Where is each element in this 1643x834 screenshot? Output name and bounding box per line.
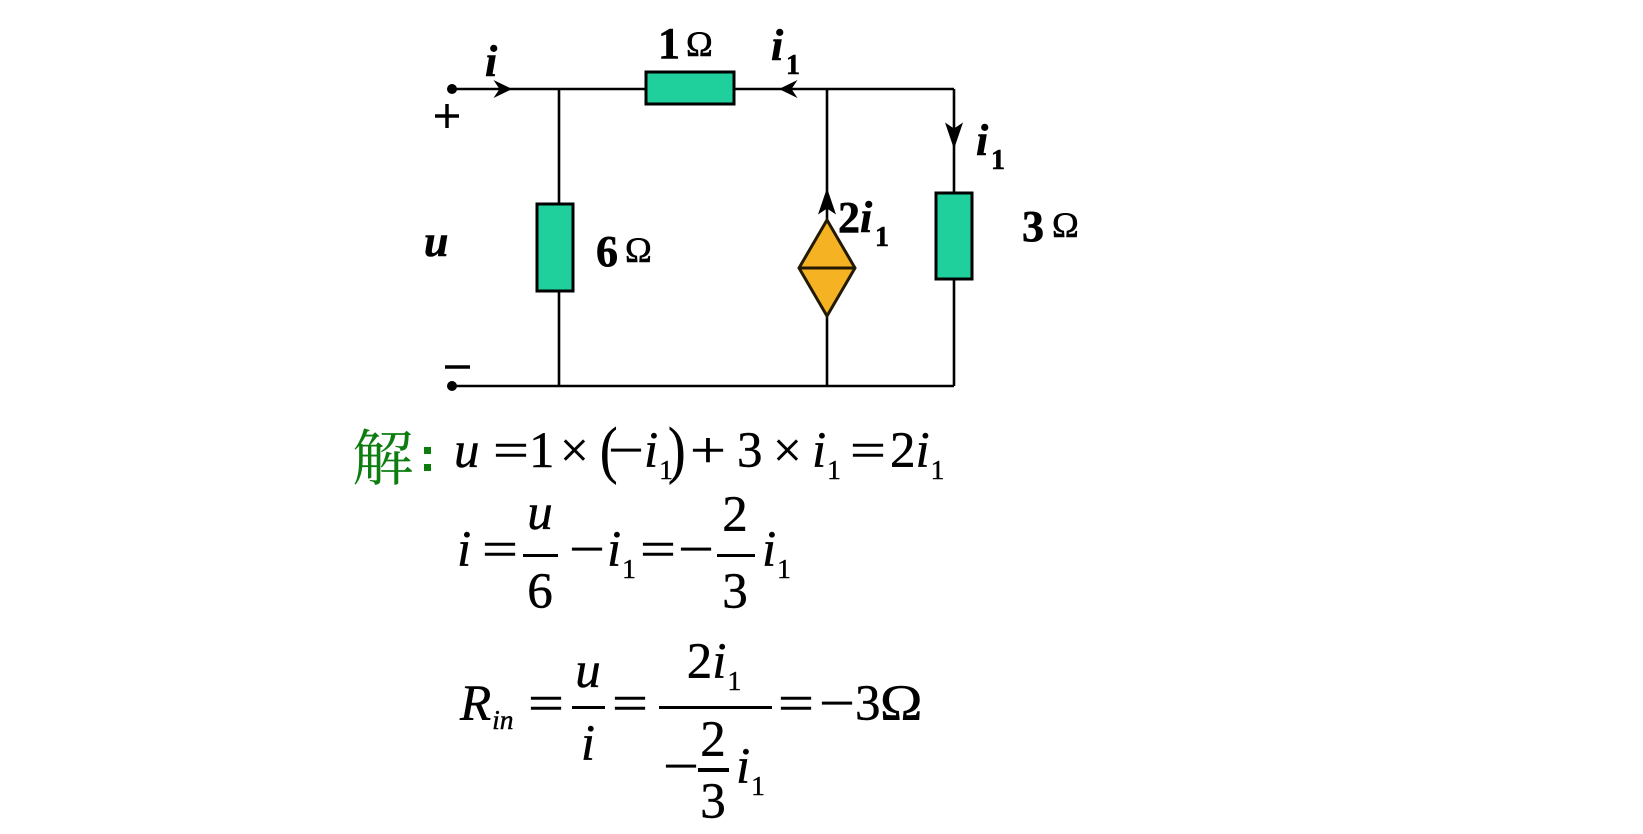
svg-text:3: 3 xyxy=(1022,202,1044,251)
svg-text:1: 1 xyxy=(991,145,1005,176)
svg-text:i: i xyxy=(771,21,784,70)
svg-text:Ω: Ω xyxy=(1052,205,1079,245)
svg-text:2: 2 xyxy=(838,193,860,242)
svg-text:1: 1 xyxy=(786,50,800,81)
svg-text:6: 6 xyxy=(596,227,618,276)
svg-text:1: 1 xyxy=(658,19,680,68)
svg-text:u: u xyxy=(424,217,448,266)
svg-text:Ω: Ω xyxy=(625,230,652,270)
svg-text:i: i xyxy=(976,116,989,165)
svg-text:Ω: Ω xyxy=(686,24,713,64)
svg-text:i: i xyxy=(860,193,873,242)
svg-text:i: i xyxy=(485,37,498,86)
svg-text:1: 1 xyxy=(875,222,889,253)
